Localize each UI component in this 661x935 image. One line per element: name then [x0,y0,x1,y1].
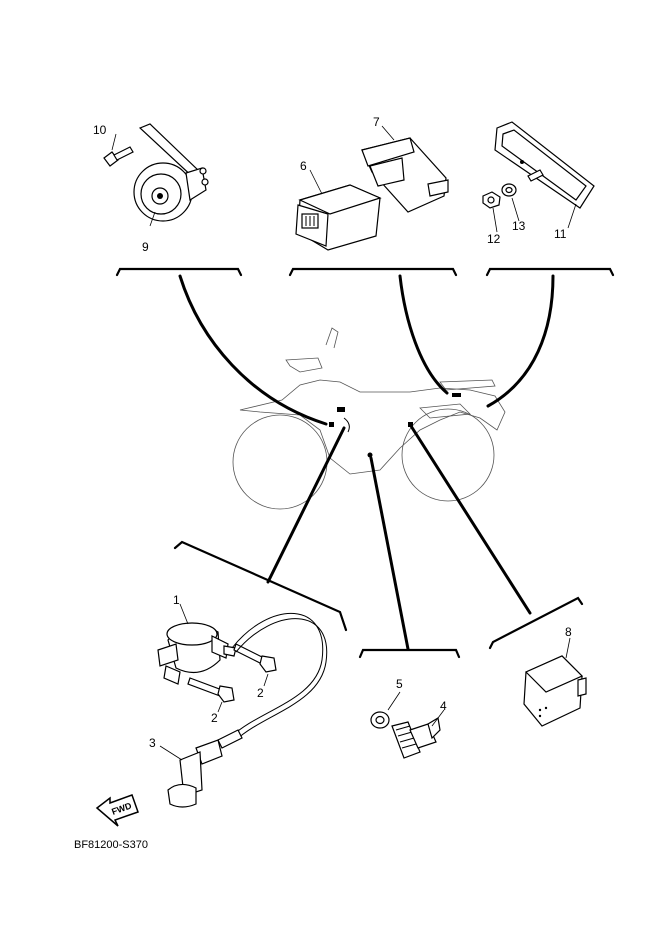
location-marker-sensor [367,452,373,458]
license-plate-bracket [494,121,595,209]
coil-bolt-upper [233,643,277,673]
callout-8: 8 [565,625,572,639]
callout-9: 9 [142,240,149,254]
leader-sensor [369,456,410,651]
cdi-cover [361,137,449,213]
location-marker-relay [408,422,413,427]
leader-horn [178,274,328,426]
callout-2-lower: 2 [211,711,218,725]
bracket-plate-group [485,267,615,277]
high-tension-lead [231,613,324,737]
leader-coil [266,426,346,584]
plate-washer [501,183,517,197]
callout-2-upper: 2 [257,686,264,700]
callout-10: 10 [93,123,107,137]
callout-11: 11 [554,227,567,241]
bracket-coil-group [173,540,348,632]
relay [523,655,587,727]
sensor-gasket [370,711,390,729]
callout-5: 5 [396,677,403,691]
bracket-cdi-group [288,267,458,277]
forward-arrow-icon: FWD [95,794,139,827]
figure-code: BF81200-S370 [74,839,148,851]
motorcycle-outline [232,327,506,510]
ignition-coil [157,622,237,685]
bracket-relay-group [488,596,584,650]
leader-relay [409,424,532,615]
spark-plug-cap [167,729,243,808]
location-marker-cdi [337,407,345,412]
leader-cdi [398,274,449,395]
callout-7: 7 [373,115,380,129]
plate-nut [482,191,501,209]
location-marker-plate [452,393,461,397]
horn-bolt [103,146,134,167]
callout-6: 6 [300,159,307,173]
leader-plate [486,274,555,408]
cdi-unit [295,184,382,251]
horn [133,123,209,222]
callout-1: 1 [173,593,180,607]
bracket-sensor-group [358,648,461,659]
callout-4: 4 [440,699,447,713]
bracket-horn-group [115,267,243,277]
callout-3: 3 [149,736,156,750]
location-marker-coil [329,422,334,427]
callout-13: 13 [512,219,526,233]
temperature-sensor [391,717,441,759]
callout-12: 12 [487,232,501,246]
coil-bolt-lower [187,677,235,703]
